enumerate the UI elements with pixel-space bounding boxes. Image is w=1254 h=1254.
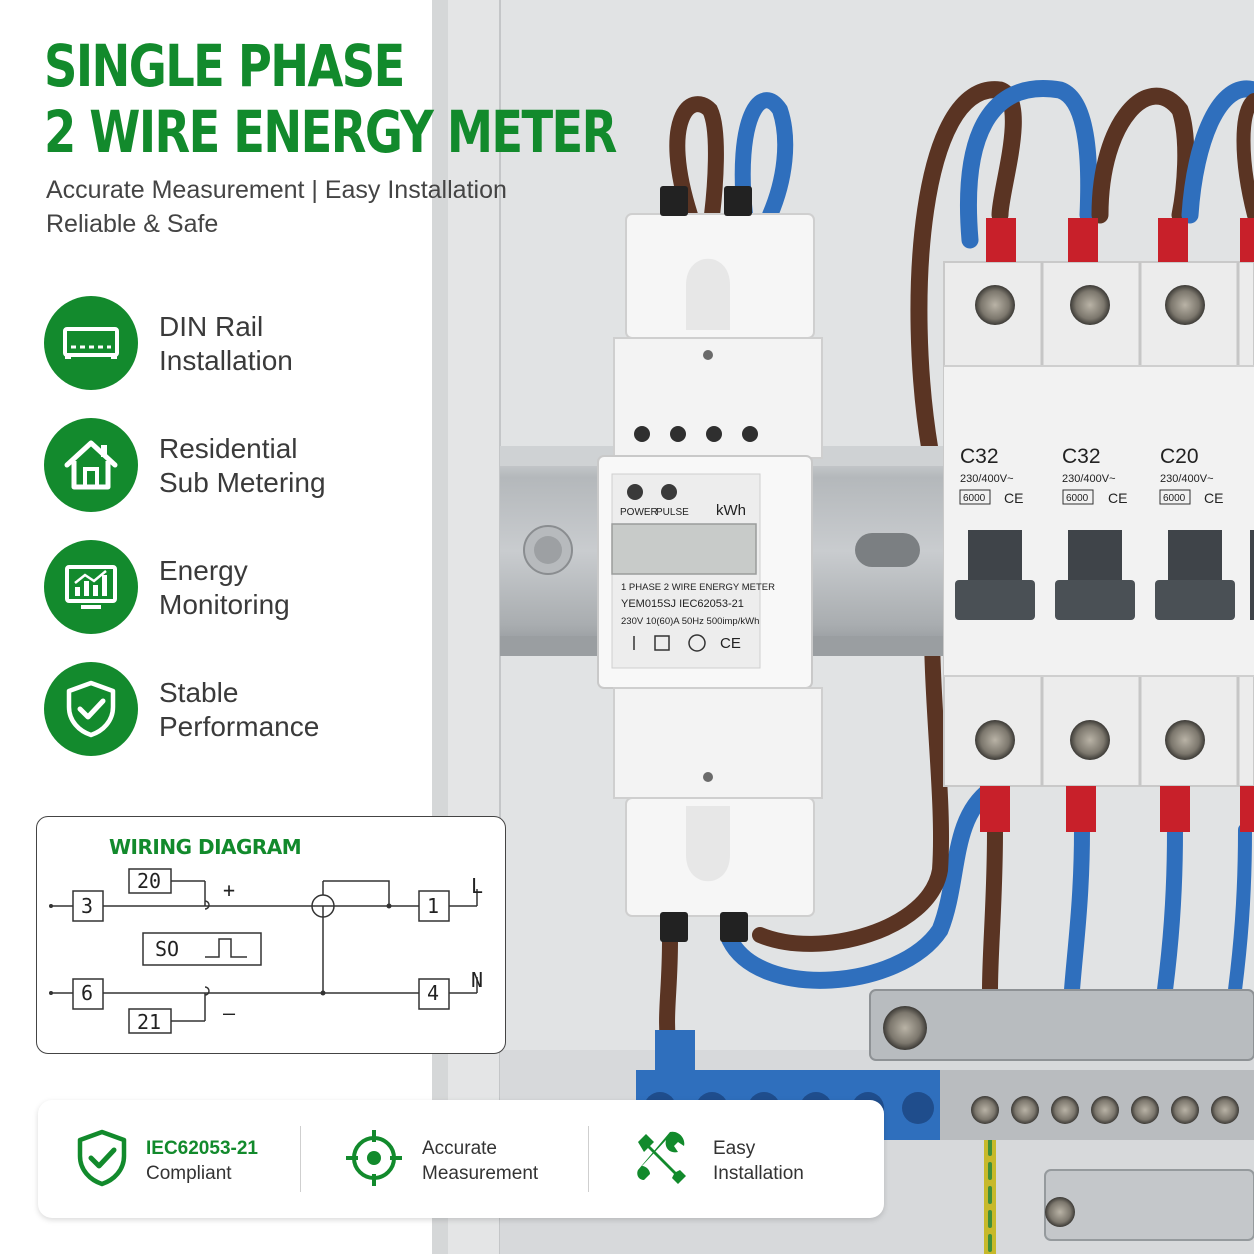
kwh-label: kWh <box>716 502 746 519</box>
monitor-chart-icon <box>44 540 138 634</box>
minus-symbol: – <box>223 1001 236 1025</box>
badge-2-line-2: Measurement <box>422 1163 539 1184</box>
title-line-1: SINGLE PHASE <box>44 32 405 100</box>
feature-4-line-2: Performance <box>159 711 320 742</box>
house-icon <box>44 418 138 512</box>
shield-check-icon <box>77 1129 127 1187</box>
power-label: POWER <box>620 507 658 518</box>
plus-symbol: + <box>223 878 235 902</box>
line-label: L <box>471 874 483 898</box>
badge-2-line-1: Accurate <box>422 1138 497 1159</box>
badge-3-line-2: Installation <box>713 1163 804 1184</box>
terminal-6: 6 <box>81 981 93 1005</box>
breaker-2-capacity: 6000 <box>1066 493 1089 504</box>
breaker-3-rating: C20 <box>1160 445 1199 468</box>
breaker-1-rating: C32 <box>960 445 999 468</box>
terminal-21: 21 <box>137 1010 161 1034</box>
meter-ce-mark: CE <box>720 635 741 652</box>
terminal-1: 1 <box>427 894 439 918</box>
target-icon <box>346 1130 402 1186</box>
breaker-1-capacity: 6000 <box>963 493 986 504</box>
badge-separator <box>300 1126 301 1192</box>
badge-separator <box>588 1126 589 1192</box>
feature-1-line-2: Installation <box>159 345 293 376</box>
neutral-label: N <box>471 968 483 992</box>
wiring-schematic: 3 20 SO 6 21 1 4 + – L N <box>49 868 483 1034</box>
wiring-diagram-title: WIRING DIAGRAM <box>109 835 302 859</box>
breaker-1-voltage: 230/400V~ <box>960 473 1014 485</box>
breaker-2-rating: C32 <box>1062 445 1101 468</box>
shield-check-icon <box>44 662 138 756</box>
feature-1-line-1: DIN Rail <box>159 311 264 342</box>
breaker-3-voltage: 230/400V~ <box>1160 473 1214 485</box>
meter-line-2: YEM015SJ IEC62053-21 <box>621 598 744 610</box>
badge-1-line-2: Compliant <box>146 1163 232 1184</box>
badge-1-line-1: IEC62053-21 <box>146 1138 258 1159</box>
subtitle-line-2: Reliable & Safe <box>46 210 219 238</box>
subtitle-line-1: Accurate Measurement | Easy Installation <box>46 176 507 204</box>
feature-3-line-2: Monitoring <box>159 589 290 620</box>
terminal-20: 20 <box>137 869 161 893</box>
meter-line-3: 230V 10(60)A 50Hz 500imp/kWh <box>621 616 759 627</box>
breaker-3-ce: CE <box>1204 490 1223 506</box>
breaker-3-capacity: 6000 <box>1163 493 1186 504</box>
feature-2-line-1: Residential <box>159 433 298 464</box>
terminal-so: SO <box>155 937 179 961</box>
pulse-label: PULSE <box>656 507 689 518</box>
terminal-3: 3 <box>81 894 93 918</box>
badge-3-line-1: Easy <box>713 1138 756 1159</box>
din-rail-icon <box>44 296 138 390</box>
feature-2-line-2: Sub Metering <box>159 467 326 498</box>
wiring-diagram: WIRING DIAGRAM <box>36 816 506 1054</box>
tools-icon <box>637 1131 686 1184</box>
breaker-1-ce: CE <box>1004 490 1023 506</box>
title-line-2: 2 WIRE ENERGY METER <box>44 98 617 166</box>
feature-4-line-1: Stable <box>159 677 239 708</box>
breaker-2-voltage: 230/400V~ <box>1062 473 1116 485</box>
meter-line-1: 1 PHASE 2 WIRE ENERGY METER <box>621 582 775 593</box>
terminal-4: 4 <box>427 981 439 1005</box>
breaker-2-ce: CE <box>1108 490 1127 506</box>
feature-3-line-1: Energy <box>159 555 248 586</box>
